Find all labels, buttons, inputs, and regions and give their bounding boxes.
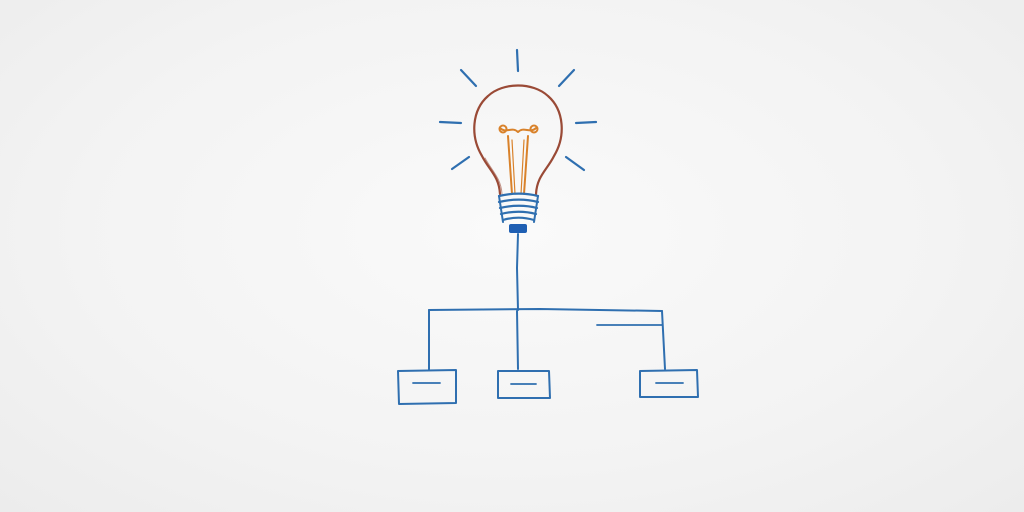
child-node-box [397, 369, 457, 405]
connector-lines [428, 233, 666, 371]
lightbulb-icon [473, 84, 563, 233]
ray-left [438, 120, 463, 125]
child-node-middle [497, 370, 551, 399]
ray-right [574, 120, 598, 125]
bulb-base [497, 192, 540, 233]
child-node-box [497, 370, 551, 399]
ray-top [515, 48, 520, 73]
child-node-right [639, 369, 699, 398]
branch-horizontal-line [428, 308, 663, 312]
child-node-left [397, 369, 457, 405]
bulb-socket-tip [509, 224, 527, 233]
bulb-glass [473, 84, 563, 196]
branch-middle-drop [516, 310, 519, 370]
trunk-line [516, 233, 519, 311]
branch-right-drop [661, 310, 666, 370]
light-rays [438, 48, 598, 172]
filament [498, 124, 539, 195]
bulb-glass-echo [484, 157, 503, 195]
ray-lower-left [450, 155, 471, 171]
ray-upper-right [557, 68, 576, 88]
ray-upper-left [459, 68, 478, 88]
ray-lower-right [564, 155, 586, 172]
child-node-box [639, 369, 699, 398]
